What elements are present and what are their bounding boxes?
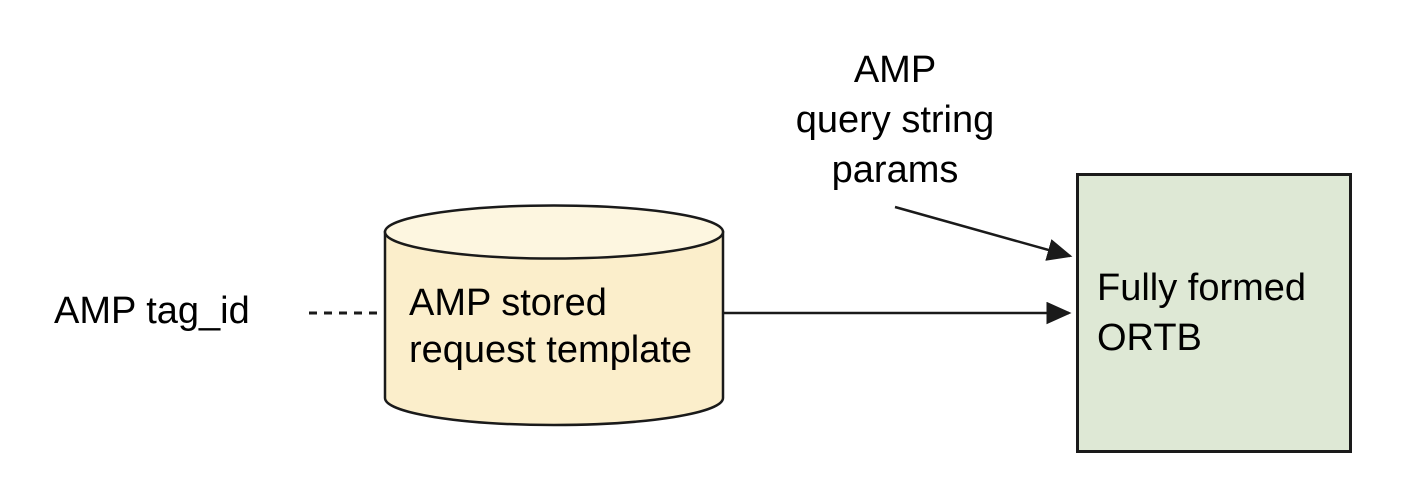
database-cylinder-body — [383, 230, 725, 427]
amp-stored-request-template-label: AMP stored request template — [409, 282, 693, 371]
database-cylinder-top — [383, 204, 725, 260]
query-params-to-ortb-arrow — [894, 205, 1073, 261]
amp-query-string-params-label: AMP query string params — [795, 49, 995, 191]
fully-formed-ortb-box: Fully formed ORTB — [1076, 173, 1352, 453]
fully-formed-ortb-label: Fully formed ORTB — [1097, 267, 1307, 359]
amp-tag-id-label: AMP tag_id — [54, 290, 250, 332]
